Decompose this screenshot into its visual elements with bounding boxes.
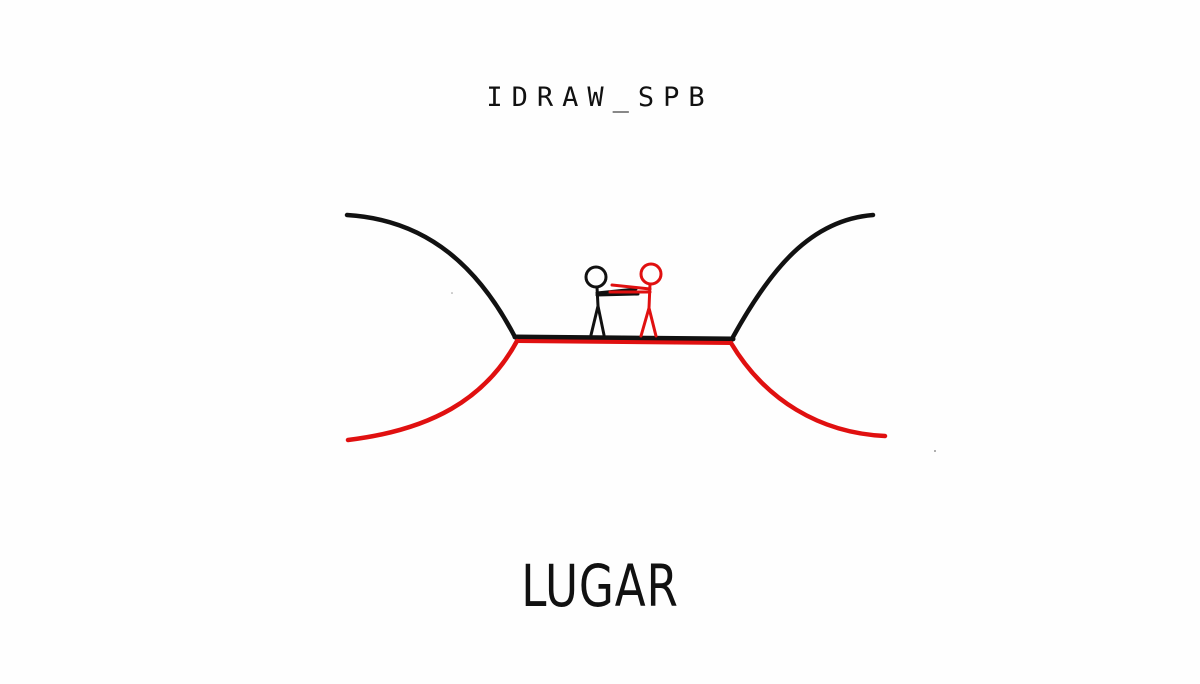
black-stick-figure bbox=[584, 265, 640, 337]
artist-signature: IDRAW_SPB bbox=[486, 82, 714, 113]
black-curve-left bbox=[344, 212, 518, 340]
caption-title: LUGAR bbox=[521, 552, 679, 620]
red-curve-right bbox=[728, 340, 888, 439]
red-ground-line bbox=[515, 339, 733, 345]
black-ground-line bbox=[512, 334, 736, 342]
paper-speck bbox=[451, 292, 453, 294]
black-curve-right bbox=[730, 212, 876, 340]
red-curve-left bbox=[345, 338, 520, 443]
paper-speck bbox=[934, 450, 936, 452]
red-stick-figure bbox=[608, 262, 663, 338]
